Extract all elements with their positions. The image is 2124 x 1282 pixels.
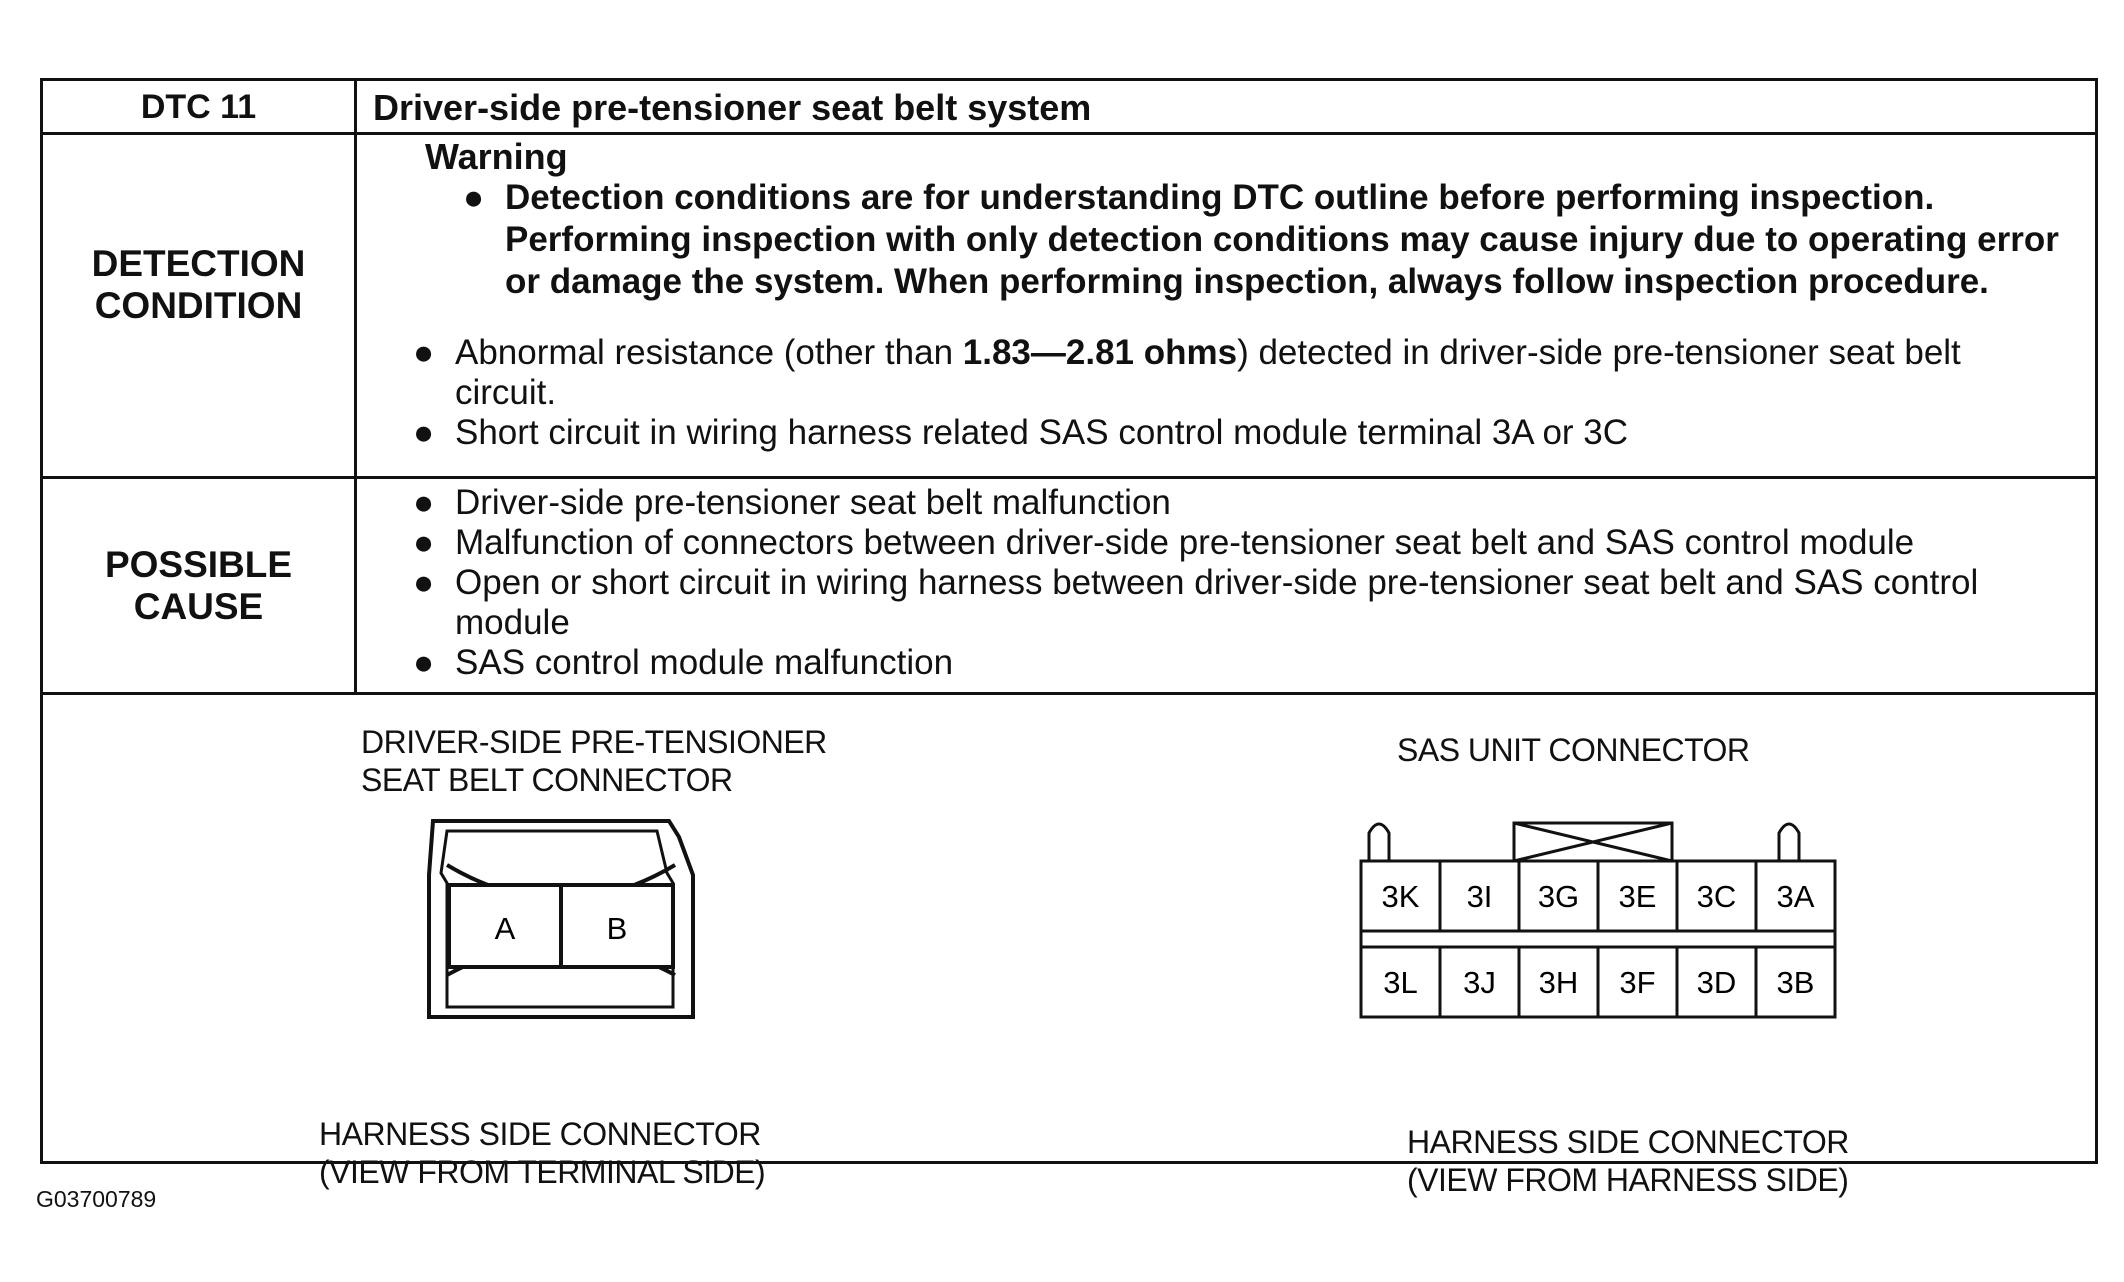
cause-line: Driver-side pre-tensioner seat belt malf… bbox=[455, 483, 1171, 522]
latch-right bbox=[1777, 822, 1801, 861]
detection-text: Abnormal resistance (other than bbox=[455, 333, 963, 372]
pin-label: 3F bbox=[1619, 965, 1655, 1000]
pin-label: 3I bbox=[1467, 879, 1493, 914]
right-connector-title: SAS UNIT CONNECTOR bbox=[1397, 732, 1750, 768]
detection-row: DETECTION CONDITION Warning ● Detection … bbox=[43, 135, 2095, 479]
cause-item: ● Malfunction of connectors between driv… bbox=[413, 523, 2083, 563]
detection-item: ● Abnormal resistance (other than 1.83—2… bbox=[413, 333, 2083, 413]
bullet-icon: ● bbox=[463, 178, 485, 217]
left-caption-line: (VIEW FROM TERMINAL SIDE) bbox=[319, 1154, 766, 1190]
right-connector-caption: HARNESS SIDE CONNECTOR (VIEW FROM HARNES… bbox=[1407, 1123, 1849, 1199]
dtc-code: DTC 11 bbox=[140, 87, 257, 126]
cause-item: ● SAS control module malfunction bbox=[413, 643, 2083, 683]
cause-line: Malfunction of connectors between driver… bbox=[455, 523, 1915, 562]
pin-cell-a bbox=[447, 883, 563, 969]
warning-line: or damage the system. When performing in… bbox=[505, 262, 1989, 301]
warning-line: Performing inspection with only detectio… bbox=[505, 220, 2059, 259]
pin-label: 3D bbox=[1697, 965, 1737, 1000]
detection-label-line: CONDITION bbox=[94, 285, 303, 326]
pin-label: 3A bbox=[1777, 879, 1815, 914]
warning-item: ● Detection conditions are for understan… bbox=[463, 177, 2083, 303]
left-title-line: DRIVER-SIDE PRE-TENSIONER bbox=[361, 724, 827, 760]
cause-item: ● Open or short circuit in wiring harnes… bbox=[413, 563, 2083, 643]
pin-label: 3H bbox=[1539, 965, 1579, 1000]
key-cross bbox=[1513, 821, 1673, 863]
detection-item-line: circuit. bbox=[455, 373, 557, 412]
pin-label: 3B bbox=[1777, 965, 1815, 1000]
cause-label-line: CAUSE bbox=[133, 585, 264, 627]
left-connector-caption: HARNESS SIDE CONNECTOR (VIEW FROM TERMIN… bbox=[319, 1115, 766, 1191]
pin-label: 3G bbox=[1538, 879, 1579, 914]
resistance-range: 1.83—2.81 ohms bbox=[962, 333, 1238, 372]
dtc-title: Driver-side pre-tensioner seat belt syst… bbox=[373, 87, 1092, 128]
pin-label: 3K bbox=[1382, 879, 1420, 914]
left-title-line: SEAT BELT CONNECTOR bbox=[361, 762, 733, 798]
pin-label: 3L bbox=[1383, 965, 1417, 1000]
sas-unit-connector-diagram: 3K 3I 3G 3E 3C 3A 3L 3J 3H 3F 3D 3B bbox=[1359, 821, 1837, 1019]
left-caption-line: HARNESS SIDE CONNECTOR bbox=[319, 1116, 761, 1152]
warning-line: Detection conditions are for understandi… bbox=[505, 178, 1935, 217]
header-row: DTC 11 Driver-side pre-tensioner seat be… bbox=[43, 81, 2095, 135]
detection-item: ● Short circuit in wiring harness relate… bbox=[413, 413, 2083, 453]
bullet-icon: ● bbox=[413, 563, 435, 602]
possible-cause-row: POSSIBLE CAUSE ● Driver-side pre-tension… bbox=[43, 479, 2095, 695]
cause-line: Open or short circuit in wiring harness … bbox=[455, 563, 1979, 602]
column-divider bbox=[354, 81, 357, 695]
detection-content: Warning ● Detection conditions are for u… bbox=[373, 137, 2083, 453]
right-caption-line: HARNESS SIDE CONNECTOR bbox=[1407, 1124, 1849, 1160]
connector-inner-outline bbox=[439, 829, 675, 1009]
pin-label: 3C bbox=[1697, 879, 1737, 914]
right-caption-line: (VIEW FROM HARNESS SIDE) bbox=[1407, 1162, 1849, 1198]
seat-belt-connector-diagram: A B bbox=[427, 819, 695, 1019]
bullet-icon: ● bbox=[413, 483, 435, 522]
figure-id: G03700789 bbox=[36, 1186, 157, 1212]
possible-cause-label: POSSIBLE CAUSE bbox=[43, 479, 354, 692]
pin-label: B bbox=[607, 911, 628, 946]
cause-line: module bbox=[455, 603, 570, 642]
cause-line: SAS control module malfunction bbox=[455, 643, 954, 682]
pin-cell-b bbox=[559, 883, 675, 969]
bullet-icon: ● bbox=[413, 643, 435, 682]
dtc-table: DTC 11 Driver-side pre-tensioner seat be… bbox=[40, 78, 2098, 1198]
left-connector-title: DRIVER-SIDE PRE-TENSIONER SEAT BELT CONN… bbox=[361, 723, 827, 799]
connector-diagrams: DRIVER-SIDE PRE-TENSIONER SEAT BELT CONN… bbox=[43, 695, 2095, 1198]
bullet-icon: ● bbox=[413, 523, 435, 562]
detection-label: DETECTION CONDITION bbox=[43, 135, 354, 435]
connector-outline bbox=[427, 819, 695, 1019]
pin-label: A bbox=[495, 911, 516, 946]
warning-title: Warning bbox=[425, 136, 568, 177]
detection-item-line: Short circuit in wiring harness related … bbox=[455, 413, 1629, 452]
cause-item: ● Driver-side pre-tensioner seat belt ma… bbox=[413, 483, 2083, 523]
cause-label-line: POSSIBLE bbox=[104, 543, 293, 585]
detection-label-line: DETECTION bbox=[91, 243, 306, 284]
pin-label: 3J bbox=[1463, 965, 1496, 1000]
detection-text: ) detected in driver-side pre-tensioner … bbox=[1237, 333, 1961, 372]
bullet-icon: ● bbox=[413, 413, 435, 452]
pin-label: 3E bbox=[1619, 879, 1657, 914]
detection-item-line: Abnormal resistance (other than 1.83—2.8… bbox=[455, 333, 2083, 373]
cause-list: ● Driver-side pre-tensioner seat belt ma… bbox=[373, 483, 2083, 683]
latch-left bbox=[1367, 822, 1391, 861]
bullet-icon: ● bbox=[413, 333, 435, 372]
